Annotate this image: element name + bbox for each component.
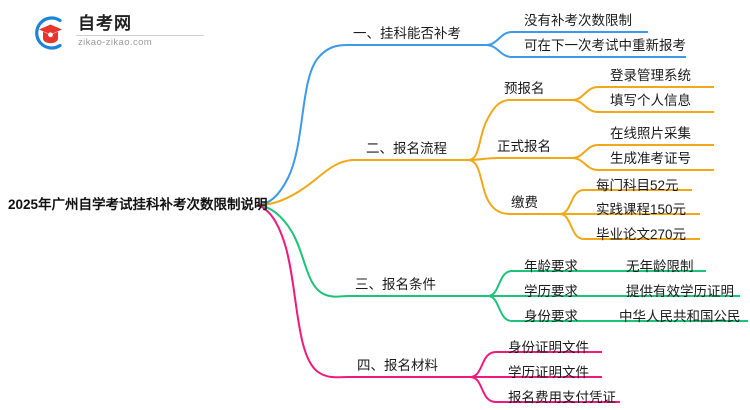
- connector-branch-1: [256, 31, 686, 206]
- logo-text: 自考网 zikao-zikao.com: [76, 14, 208, 49]
- leaf-node-2-3-3[interactable]: 毕业论文270元: [596, 227, 687, 242]
- leaf-node-2-3-1[interactable]: 每门科目52元: [596, 178, 679, 193]
- logo-divider: [76, 35, 204, 36]
- leaf-node-2-2-1[interactable]: 在线照片采集: [610, 126, 691, 141]
- logo-mark-icon: [35, 16, 62, 50]
- connector-branch-2: [256, 86, 714, 240]
- connector-branch-3: [256, 204, 748, 322]
- leaf-node-1-1[interactable]: 没有补考次数限制: [524, 13, 632, 28]
- connector-branch-4: [256, 204, 620, 403]
- sub-node-3-2[interactable]: 学历要求: [524, 284, 578, 299]
- sub-node-2-3[interactable]: 缴费: [511, 195, 538, 210]
- leaf-node-3-3-1[interactable]: 中华人民共和国公民: [619, 309, 741, 324]
- leaf-node-4-3[interactable]: 报名费用支付凭证: [508, 390, 616, 405]
- leaf-node-4-2[interactable]: 学历证明文件: [508, 365, 589, 380]
- logo-domain: zikao-zikao.com: [78, 37, 153, 48]
- sub-node-2-1[interactable]: 预报名: [504, 81, 545, 96]
- site-logo: 自考网 zikao-zikao.com: [30, 10, 210, 56]
- leaf-node-2-3-2[interactable]: 实践课程150元: [596, 202, 687, 217]
- leaf-node-2-1-2[interactable]: 填写个人信息: [610, 93, 691, 108]
- logo-title: 自考网: [78, 14, 132, 33]
- sub-node-2-2[interactable]: 正式报名: [497, 139, 551, 154]
- leaf-node-3-2-1[interactable]: 提供有效学历证明: [626, 284, 734, 299]
- sub-node-3-3[interactable]: 身份要求: [524, 309, 578, 324]
- leaf-node-4-1[interactable]: 身份证明文件: [508, 340, 589, 355]
- branch-node-4[interactable]: 四、报名材料: [357, 358, 438, 373]
- leaf-node-2-2-2[interactable]: 生成准考证号: [610, 151, 691, 166]
- branch-node-1[interactable]: 一、挂科能否补考: [353, 26, 461, 41]
- leaf-node-3-1-1[interactable]: 无年龄限制: [626, 259, 694, 274]
- mindmap-root-node[interactable]: 2025年广州自学考试挂科补考次数限制说明: [8, 197, 268, 212]
- leaf-node-1-2[interactable]: 可在下一次考试中重新报考: [524, 38, 686, 53]
- branch-node-2[interactable]: 二、报名流程: [366, 141, 447, 156]
- branch-node-3[interactable]: 三、报名条件: [355, 277, 436, 292]
- leaf-node-2-1-1[interactable]: 登录管理系统: [610, 68, 691, 83]
- sub-node-3-1[interactable]: 年龄要求: [524, 259, 578, 274]
